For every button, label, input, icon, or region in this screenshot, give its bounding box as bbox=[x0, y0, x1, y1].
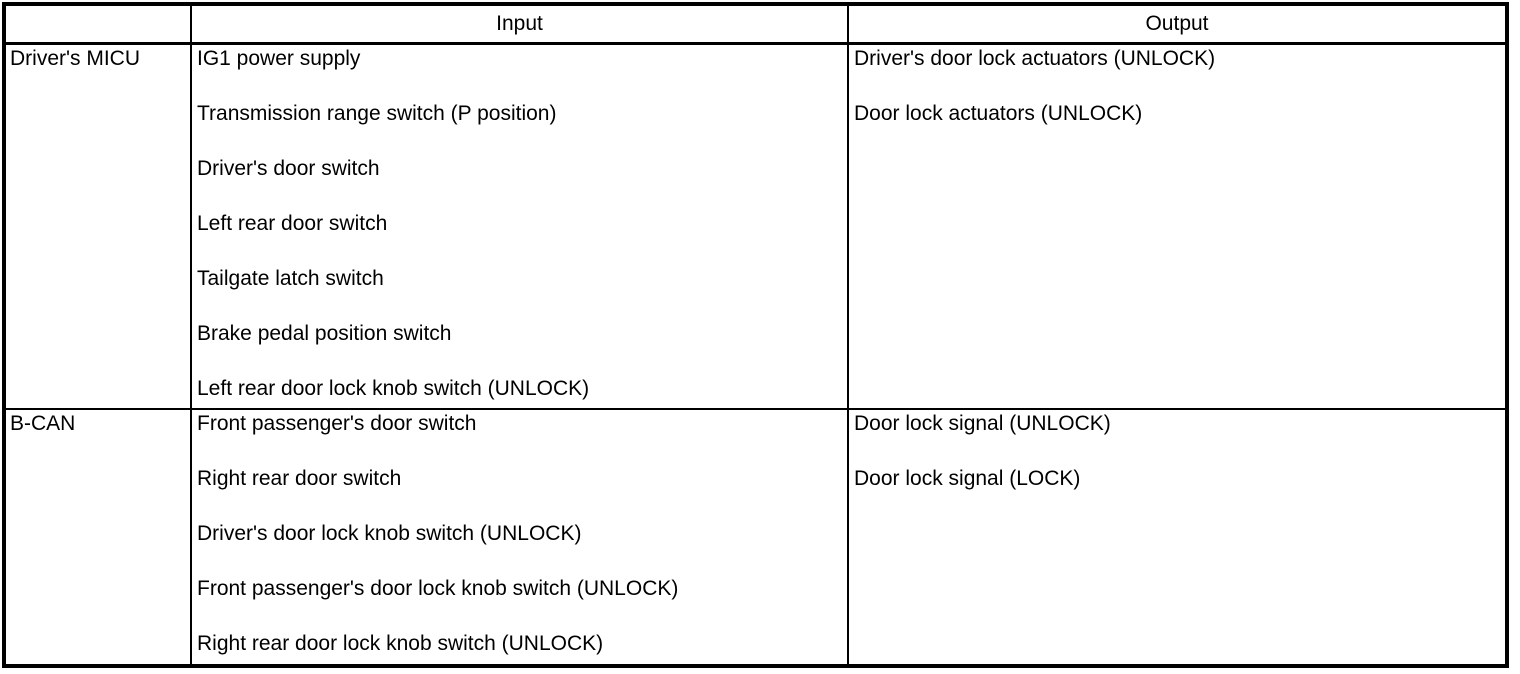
input-output-table: Input Output Driver's MICU IG1 power sup… bbox=[2, 2, 1509, 668]
output-item: Driver's door lock actuators (UNLOCK) bbox=[854, 47, 1216, 70]
source-label: B-CAN bbox=[10, 412, 76, 435]
drivers-micu-input-cell: IG1 power supply Transmission range swit… bbox=[192, 45, 849, 410]
input-item: Driver's door switch bbox=[197, 157, 380, 180]
source-label: Driver's MICU bbox=[10, 47, 140, 70]
output-item: Door lock signal (LOCK) bbox=[854, 467, 1081, 490]
input-item: Front passenger's door lock knob switch … bbox=[197, 577, 679, 600]
input-item: Left rear door lock knob switch (UNLOCK) bbox=[197, 377, 590, 400]
column-header-input: Input bbox=[192, 6, 849, 45]
output-item: Door lock signal (UNLOCK) bbox=[854, 412, 1111, 435]
input-item: Front passenger's door switch bbox=[197, 412, 477, 435]
b-can-output-cell: Door lock signal (UNLOCK) Door lock sign… bbox=[849, 410, 1505, 664]
input-item: Transmission range switch (P position) bbox=[197, 102, 557, 125]
input-item: Tailgate latch switch bbox=[197, 267, 384, 290]
b-can-input-cell: Front passenger's door switch Right rear… bbox=[192, 410, 849, 664]
output-item: Door lock actuators (UNLOCK) bbox=[854, 102, 1143, 125]
input-item: IG1 power supply bbox=[197, 47, 361, 70]
table-corner-cell bbox=[6, 6, 192, 45]
input-item: Brake pedal position switch bbox=[197, 322, 452, 345]
input-item: Driver's door lock knob switch (UNLOCK) bbox=[197, 522, 582, 545]
column-header-output: Output bbox=[849, 6, 1505, 45]
drivers-micu-output-cell: Driver's door lock actuators (UNLOCK) Do… bbox=[849, 45, 1505, 410]
row-label-drivers-micu: Driver's MICU bbox=[6, 45, 192, 410]
input-item: Right rear door switch bbox=[197, 467, 402, 490]
input-item: Left rear door switch bbox=[197, 212, 388, 235]
row-label-b-can: B-CAN bbox=[6, 410, 192, 664]
input-item: Right rear door lock knob switch (UNLOCK… bbox=[197, 632, 604, 655]
